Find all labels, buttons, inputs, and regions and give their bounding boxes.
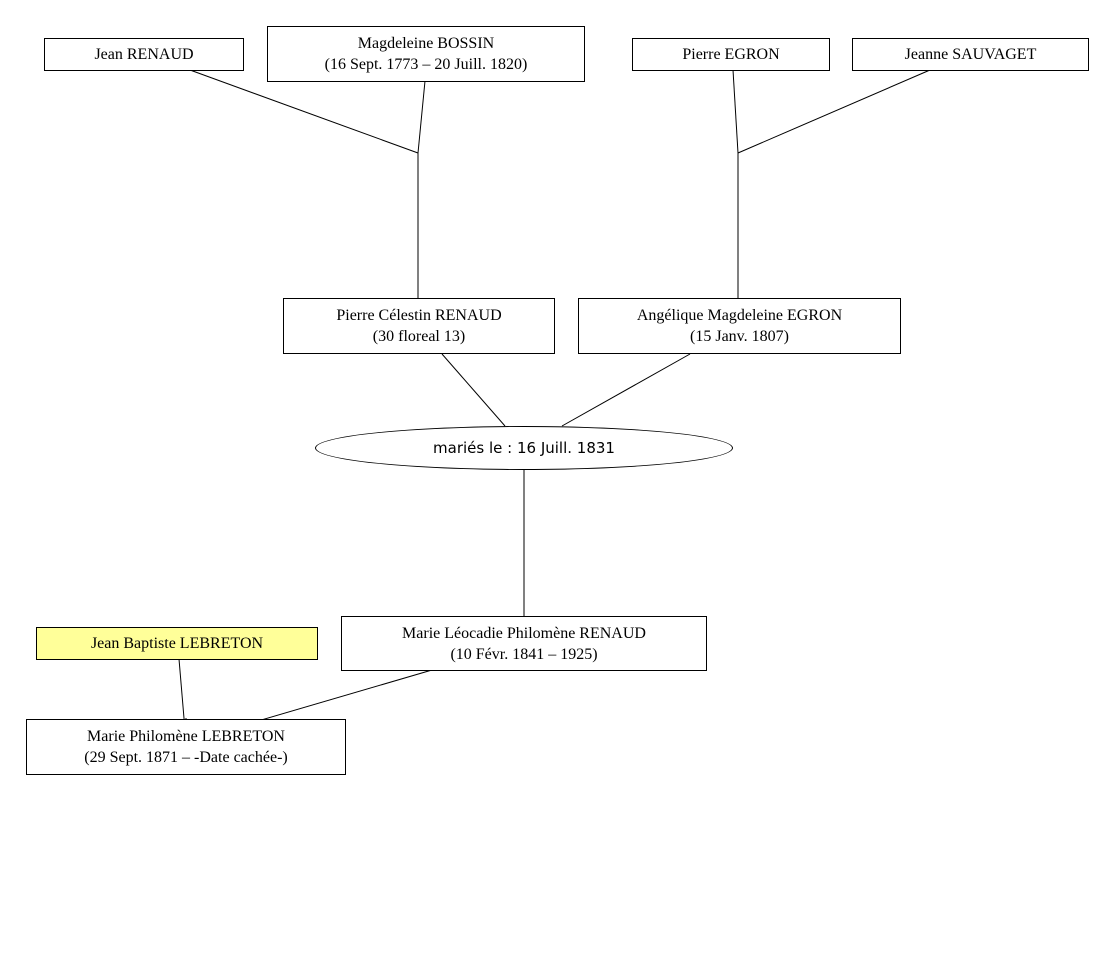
person-dates: (15 Janv. 1807) (690, 328, 789, 345)
person-box-magdeleine-bossin[interactable]: Magdeleine BOSSIN (16 Sept. 1773 – 20 Ju… (267, 26, 585, 82)
marriage-ellipse[interactable]: mariés le : 16 Juill. 1831 (315, 426, 733, 470)
person-name: Marie Léocadie Philomène RENAUD (402, 624, 646, 642)
person-name: Jean RENAUD (94, 46, 194, 63)
person-name: Pierre EGRON (682, 46, 780, 63)
person-box-jean-baptiste-lebreton[interactable]: Jean Baptiste LEBRETON (36, 627, 318, 660)
person-name: Jean Baptiste LEBRETON (90, 635, 264, 652)
connector-line (441, 353, 506, 427)
person-name: Magdeleine BOSSIN (357, 35, 495, 52)
person-dates: (10 Févr. 1841 – 1925) (450, 645, 598, 663)
person-dates: (30 floreal 13) (372, 328, 466, 345)
person-name: Pierre Célestin RENAUD (336, 307, 502, 324)
person-box-jean-renaud[interactable]: Jean RENAUD (44, 38, 244, 71)
connector-line (561, 353, 691, 427)
person-box-pierre-celestin-renaud[interactable]: Pierre Célestin RENAUD (30 floreal 13) (283, 298, 555, 354)
person-box-jeanne-sauvaget[interactable]: Jeanne SAUVAGET (852, 38, 1089, 71)
connector-line (189, 69, 419, 154)
person-name: Jeanne SAUVAGET (904, 46, 1037, 63)
person-dates: (29 Sept. 1871 – -Date cachée-) (84, 749, 288, 766)
connector-line (417, 80, 426, 154)
person-box-angelique-magdeleine-egron[interactable]: Angélique Magdeleine EGRON (15 Janv. 180… (578, 298, 901, 354)
person-box-marie-leocadie-philomene-renaud[interactable]: Marie Léocadie Philomène RENAUD (10 Févr… (341, 616, 707, 671)
connector-line (732, 69, 739, 154)
person-name: Angélique Magdeleine EGRON (636, 307, 843, 324)
person-box-pierre-egron[interactable]: Pierre EGRON (632, 38, 830, 71)
person-box-marie-philomene-lebreton[interactable]: Marie Philomène LEBRETON (29 Sept. 1871 … (26, 719, 346, 775)
connector-line (737, 69, 931, 154)
marriage-label: mariés le : 16 Juill. 1831 (433, 439, 615, 457)
person-dates: (16 Sept. 1773 – 20 Juill. 1820) (324, 56, 528, 73)
person-name: Marie Philomène LEBRETON (87, 728, 285, 745)
